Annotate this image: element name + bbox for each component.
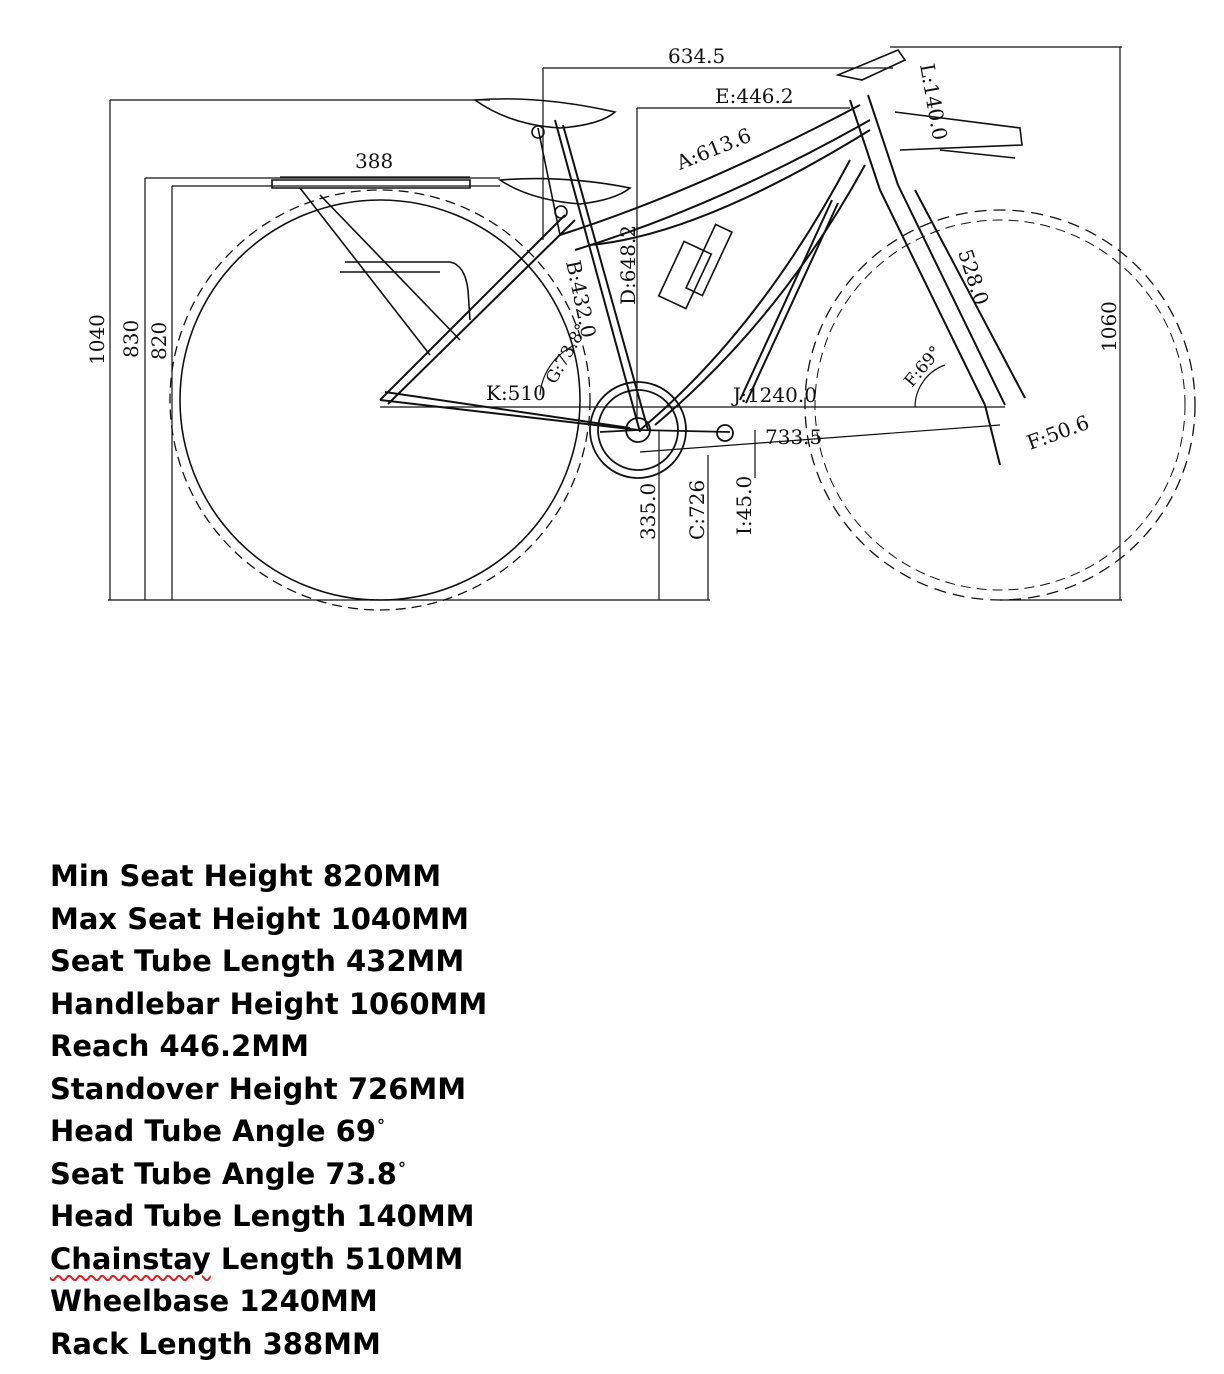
crankset: [589, 381, 734, 479]
dim-reach: E:446.2: [715, 84, 794, 108]
spec-seat-tube-angle: Seat Tube Angle 73.8°: [50, 1153, 487, 1196]
dim-chainstay: K:510: [486, 381, 546, 405]
spec-min-seat-height: Min Seat Height 820MM: [50, 859, 442, 893]
front-tire-inner-dashed: [814, 219, 1186, 591]
dim-top-length: 634.5: [668, 44, 725, 68]
spec-reach: Reach 446.2MM: [50, 1029, 309, 1063]
dim-bb-height: 335.0: [636, 483, 660, 540]
head-angle-arc: [914, 364, 946, 408]
spec-seat-tube-length: Seat Tube Length 432MM: [50, 944, 465, 978]
spec-max-seat-height: Max Seat Height 1040MM: [50, 901, 469, 936]
dim-min-seat-height: 820: [147, 322, 171, 360]
dimension-lines: [108, 46, 1122, 601]
dim-fork: 528.0: [953, 246, 994, 308]
dim-stack: D:648.2: [616, 225, 640, 305]
spec-handlebar-height: Handlebar Height 1060MM: [50, 986, 488, 1021]
components: [271, 49, 1023, 356]
dim-max-seat-height: 1040: [85, 314, 109, 365]
dim-bb-drop: I:45.0: [732, 476, 756, 535]
dim-standover: C:726: [685, 480, 709, 540]
spec-head-tube-length: Head Tube Length 140MM: [50, 1199, 475, 1233]
spec-head-tube-angle-text: Head Tube Angle 69: [50, 1114, 377, 1148]
dim-head-tube: L:140.0: [915, 62, 952, 142]
spec-chainstay-length: Chainstay Length 510MM: [50, 1238, 487, 1281]
spec-standover-height: Standover Height 726MM: [50, 1071, 467, 1106]
bike-geometry-diagram: 634.5 E:446.2 A:613.6 L:140.0 388 B:432.…: [85, 44, 1196, 611]
dim-front-center: 733.5: [765, 425, 822, 449]
spec-wheelbase: Wheelbase 1240MM: [50, 1284, 378, 1318]
rear-tire-dashed: [169, 189, 591, 611]
dim-handlebar-height: 1060: [1097, 301, 1121, 352]
dimension-labels: 634.5 E:446.2 A:613.6 L:140.0 388 B:432.…: [85, 44, 1121, 540]
seat-angle-arc: [539, 344, 576, 396]
spec-seat-tube-angle-text: Seat Tube Angle 73.8: [50, 1156, 397, 1191]
spec-chainstay-rest: Length 510MM: [210, 1241, 464, 1276]
spec-rack-length: Rack Length 388MM: [50, 1326, 381, 1361]
spellcheck-flagged-word: Chainstay: [50, 1241, 211, 1276]
spec-list: Min Seat Height 820MM Max Seat Height 10…: [50, 855, 487, 1365]
dim-offset: F:50.6: [1024, 410, 1093, 455]
dim-top-tube: A:613.6: [672, 123, 755, 175]
degree-symbol: °: [377, 1116, 386, 1135]
dim-wheelbase: J:1240.0: [731, 383, 817, 407]
frame: [379, 94, 1026, 466]
dim-rack: 388: [355, 149, 393, 173]
spec-head-tube-angle: Head Tube Angle 69°: [50, 1110, 487, 1153]
dim-head-angle: F:69°: [901, 342, 947, 391]
dim-seat-830: 830: [119, 320, 143, 358]
front-wheel-dashed: [804, 209, 1196, 601]
degree-symbol: °: [397, 1158, 406, 1178]
